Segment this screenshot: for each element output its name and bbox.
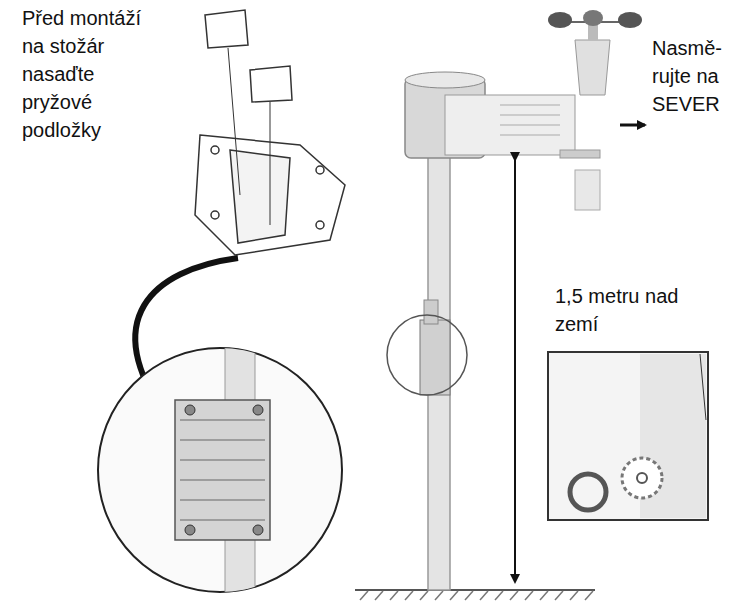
mounting-note: Před montáží na stožár nasaďte pryžové p… [22,4,162,144]
height-note: 1,5 metru nad zemí [555,282,715,338]
direction-note: Nasmě- rujte na SEVER [652,34,742,118]
